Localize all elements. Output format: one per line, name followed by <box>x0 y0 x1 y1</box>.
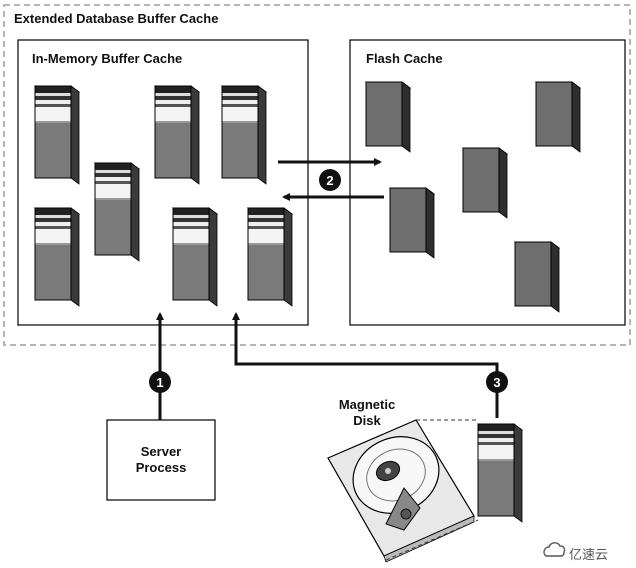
cached-block-icon <box>172 207 218 307</box>
extended-cache-title: Extended Database Buffer Cache <box>14 11 218 26</box>
watermark-text: 亿速云 <box>569 548 608 563</box>
step-2-badge <box>319 169 341 191</box>
step-3-badge <box>486 371 508 393</box>
disk-connector-bottom <box>385 519 479 561</box>
server-process-line2: Process <box>136 460 187 475</box>
server-process-box <box>106 419 216 501</box>
step-1-label: 1 <box>156 375 163 390</box>
flash-block-icon <box>389 187 435 259</box>
cached-block-icon <box>34 85 80 185</box>
cached-block-icon <box>221 85 267 185</box>
cached-block-icon <box>247 207 293 307</box>
flash-block-icon <box>365 81 411 153</box>
cached-block-icon <box>94 162 140 262</box>
flash-cache-title: Flash Cache <box>366 51 443 66</box>
step-1-badge <box>149 371 171 393</box>
step-3-label: 3 <box>493 375 500 390</box>
disk-platter-icon <box>327 419 475 563</box>
flash-block-icon <box>514 241 560 313</box>
cached-block-icon <box>34 207 80 307</box>
flash-block-icon <box>535 81 581 153</box>
extended-cache-container <box>3 4 631 346</box>
cached-block-icon <box>154 85 200 185</box>
magnetic-disk-line2: Disk <box>353 413 381 428</box>
disk-block-icon <box>477 423 523 523</box>
magnetic-disk-line1: Magnetic <box>339 397 395 412</box>
cloud-logo-icon <box>543 542 566 557</box>
in-memory-cache-title: In-Memory Buffer Cache <box>32 51 182 66</box>
server-process-line1: Server <box>141 444 181 459</box>
step-2-label: 2 <box>326 173 333 188</box>
flash-block-icon <box>462 147 508 219</box>
